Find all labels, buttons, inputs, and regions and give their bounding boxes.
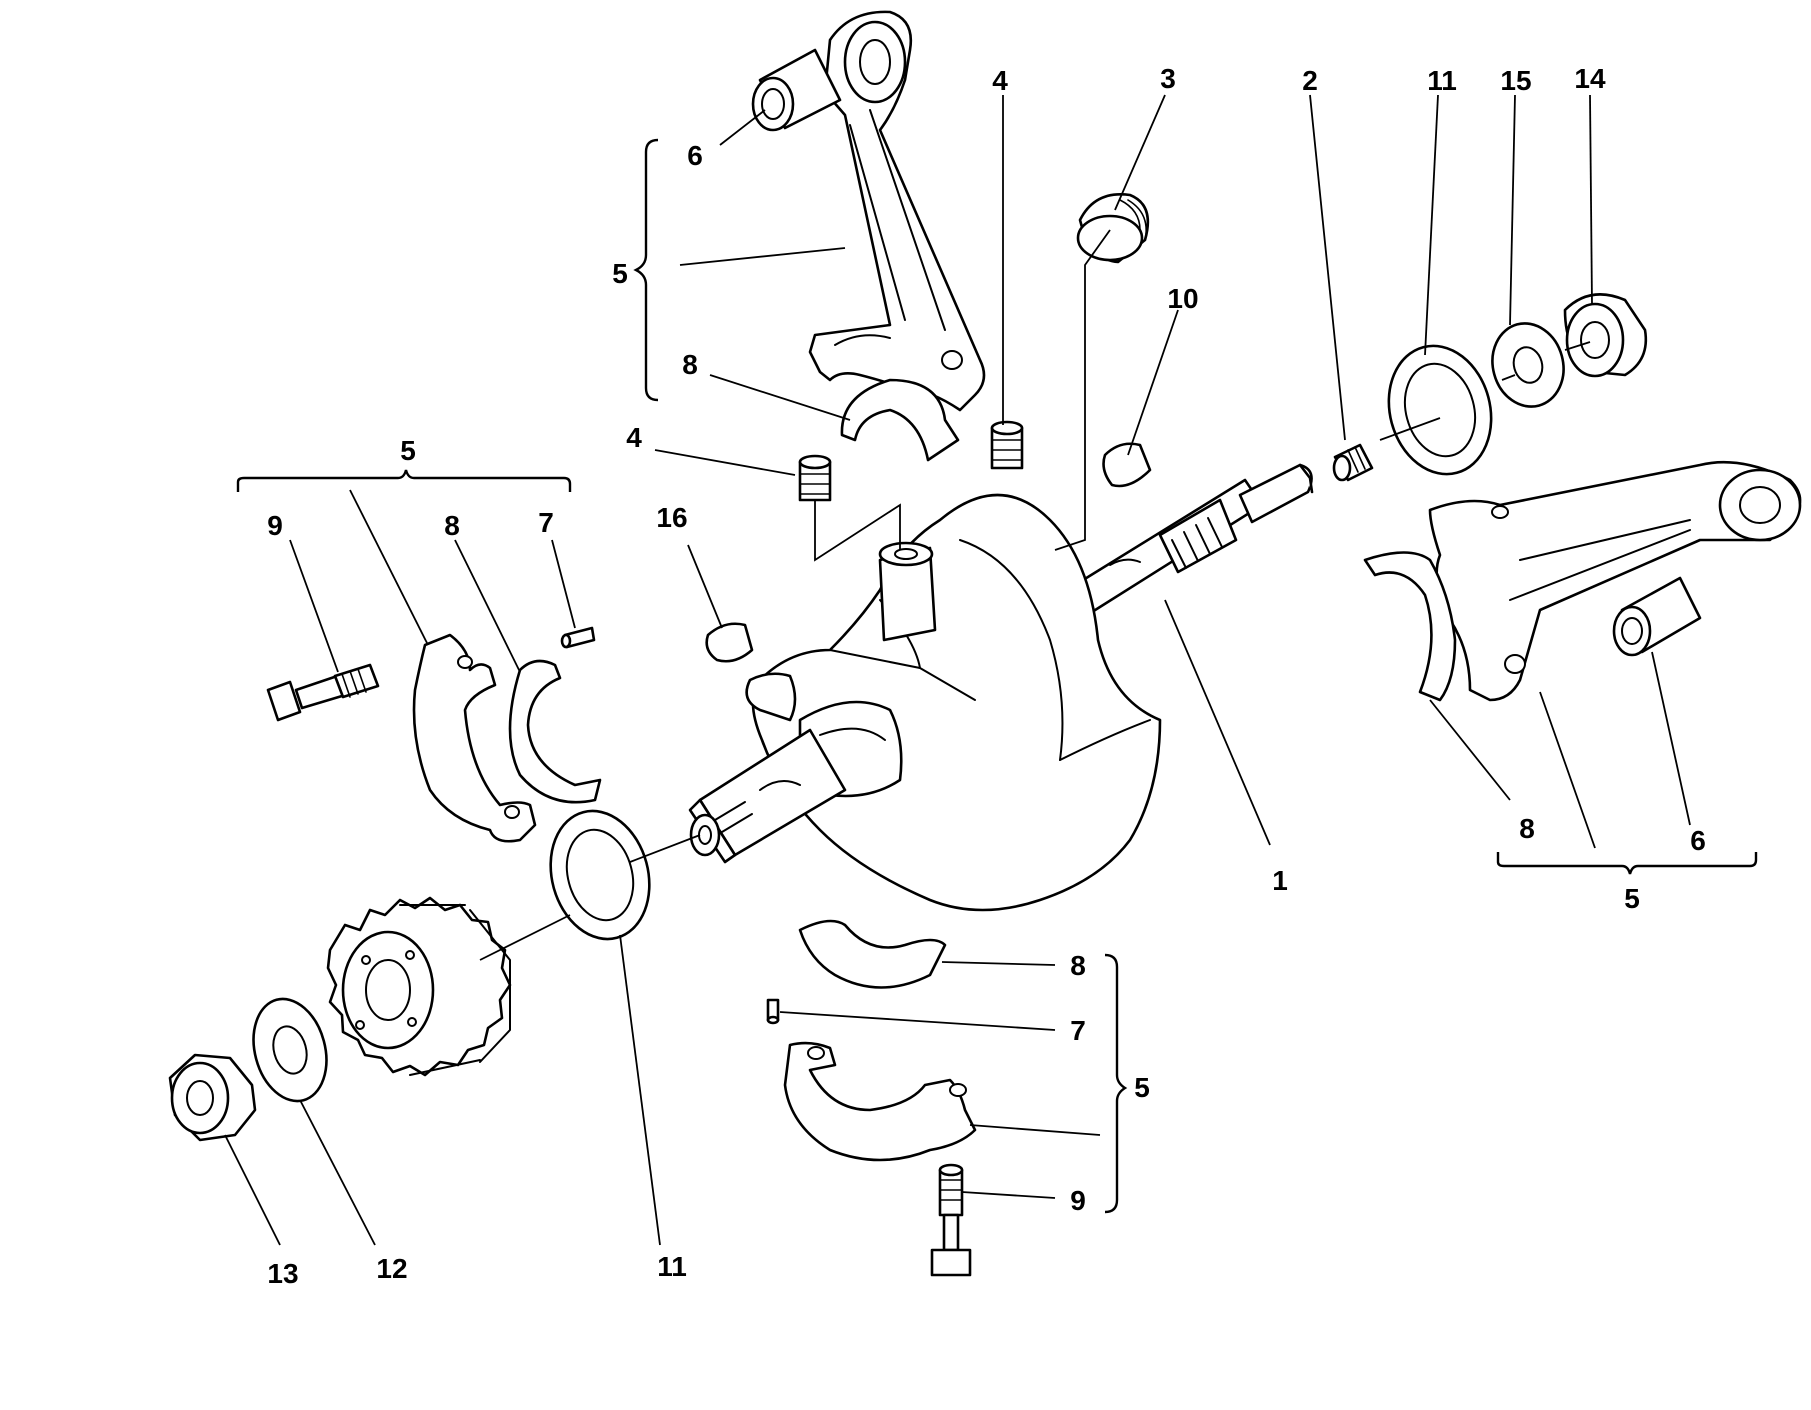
callout-12: 12 bbox=[376, 1253, 407, 1284]
rod-bolt-bottom-part-9 bbox=[930, 1163, 972, 1277]
bracket-bottom bbox=[1104, 953, 1128, 1214]
callout-9-left: 9 bbox=[267, 510, 283, 541]
dowel-pin-left-part-7 bbox=[560, 626, 596, 649]
callout-6-top: 6 bbox=[687, 140, 703, 171]
callout-11-bottom: 11 bbox=[657, 1251, 687, 1282]
leader-lines bbox=[224, 94, 1691, 1246]
callout-5-bottom: 5 bbox=[1134, 1072, 1150, 1103]
washer-part-15 bbox=[1491, 322, 1565, 408]
timing-gear-part-12 bbox=[326, 896, 512, 1077]
callout-13: 13 bbox=[267, 1258, 298, 1289]
woodruff-key-part-16 bbox=[705, 622, 754, 663]
thrust-washer-right-part-11 bbox=[1387, 344, 1493, 476]
lock-washer-part-12 bbox=[252, 997, 328, 1103]
piston-pin-bushing-right-part-6 bbox=[1612, 576, 1702, 657]
bearing-shell-top-part-8 bbox=[840, 378, 960, 462]
plug-part-3 bbox=[1076, 193, 1150, 264]
callout-14: 14 bbox=[1574, 63, 1606, 94]
nut-part-14 bbox=[1563, 293, 1648, 378]
callout-labels: 1 2 3 4 4 5 5 5 5 6 6 7 7 8 8 8 8 9 9 10… bbox=[267, 63, 1706, 1289]
plug-screw-part-2 bbox=[1332, 443, 1374, 482]
woodruff-key-part-10 bbox=[1102, 442, 1152, 488]
set-screw-part-4-upper bbox=[990, 420, 1024, 470]
callout-11-top: 11 bbox=[1427, 65, 1457, 96]
rod-cap-left-part-5 bbox=[412, 633, 537, 843]
bracket-top bbox=[633, 138, 659, 402]
connecting-rod-right bbox=[1428, 460, 1802, 702]
callout-4-upper: 4 bbox=[992, 65, 1008, 96]
callout-9-bottom: 9 bbox=[1070, 1185, 1086, 1216]
group-brackets bbox=[236, 138, 1758, 1214]
callout-6-right: 6 bbox=[1690, 825, 1706, 856]
callout-5-top: 5 bbox=[612, 258, 628, 289]
piston-pin-bushing-top-part-6 bbox=[751, 48, 842, 132]
callout-8-bottom: 8 bbox=[1070, 950, 1086, 981]
callout-3: 3 bbox=[1160, 63, 1176, 94]
bracket-right bbox=[1496, 852, 1758, 875]
bearing-shell-left-part-8 bbox=[508, 659, 602, 804]
callout-8-left: 8 bbox=[444, 510, 460, 541]
dowel-pin-bottom-part-7 bbox=[766, 998, 780, 1025]
connecting-rod-top bbox=[808, 10, 986, 412]
callout-7-left: 7 bbox=[538, 507, 554, 538]
callout-16: 16 bbox=[656, 502, 687, 533]
thrust-washer-left-part-11 bbox=[549, 809, 651, 941]
callout-7-bottom: 7 bbox=[1070, 1015, 1086, 1046]
bearing-shell-right-part-8 bbox=[1363, 551, 1457, 702]
bracket-left bbox=[236, 469, 572, 492]
rod-cap-bottom-part-5 bbox=[783, 1041, 977, 1162]
bearing-shell-bottom-part-8 bbox=[798, 919, 947, 989]
crankshaft-part-1 bbox=[688, 463, 1314, 912]
callout-4-lower: 4 bbox=[626, 422, 642, 453]
callout-10: 10 bbox=[1167, 283, 1198, 314]
callout-5-right: 5 bbox=[1624, 883, 1640, 914]
set-screw-part-4-lower bbox=[798, 454, 832, 502]
rod-bolt-left-part-9 bbox=[266, 663, 380, 722]
callout-2: 2 bbox=[1302, 65, 1318, 96]
callout-8-top: 8 bbox=[682, 349, 698, 380]
callout-8-right: 8 bbox=[1519, 813, 1535, 844]
callout-1: 1 bbox=[1272, 865, 1288, 896]
callout-15: 15 bbox=[1500, 65, 1531, 96]
nut-part-13 bbox=[168, 1053, 257, 1142]
callout-5-left: 5 bbox=[400, 435, 416, 466]
